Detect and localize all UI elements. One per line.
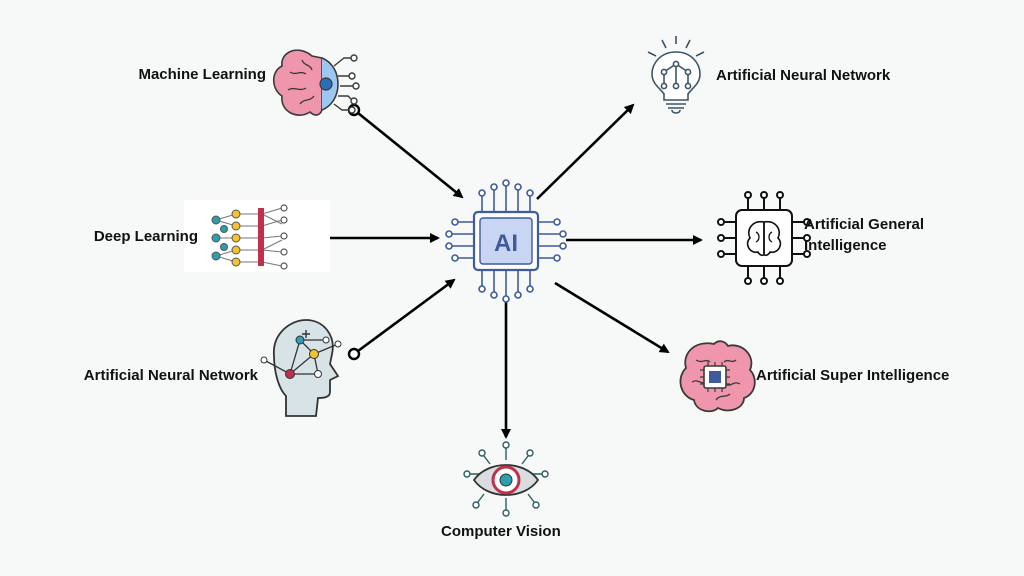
arrow-ai-to-ann xyxy=(536,103,635,200)
agi-label: Artificial General Intelligence xyxy=(804,214,924,256)
brain-circuit-icon xyxy=(272,49,360,116)
ann-left-label: Artificial Neural Network xyxy=(83,367,258,384)
agi-label-line2: Intelligence xyxy=(804,237,887,254)
brain-processor-icon xyxy=(679,340,756,413)
computer-vision-label: Computer Vision xyxy=(441,523,561,540)
deep-learning-label: Deep Learning xyxy=(93,228,198,245)
brain-chip-icon xyxy=(717,191,811,285)
eye-circuit-icon xyxy=(463,441,549,517)
neural-layer-icon xyxy=(184,200,330,272)
ai-chip-icon xyxy=(445,179,567,303)
lightbulb-circuit-icon xyxy=(647,36,705,114)
agi-label-line1: Artificial General xyxy=(804,216,925,233)
ai-chip-label: AI xyxy=(494,230,518,257)
arrow-ml-to-ai xyxy=(347,103,464,199)
arrow-ann-to-ai xyxy=(347,278,456,361)
head-network-icon xyxy=(260,319,342,417)
ann-right-label: Artificial Neural Network xyxy=(716,67,891,84)
asi-label: Artificial Super Intelligence xyxy=(756,367,950,384)
machine-learning-label: Machine Learning xyxy=(138,66,266,83)
arrow-ai-to-asi xyxy=(554,281,670,354)
